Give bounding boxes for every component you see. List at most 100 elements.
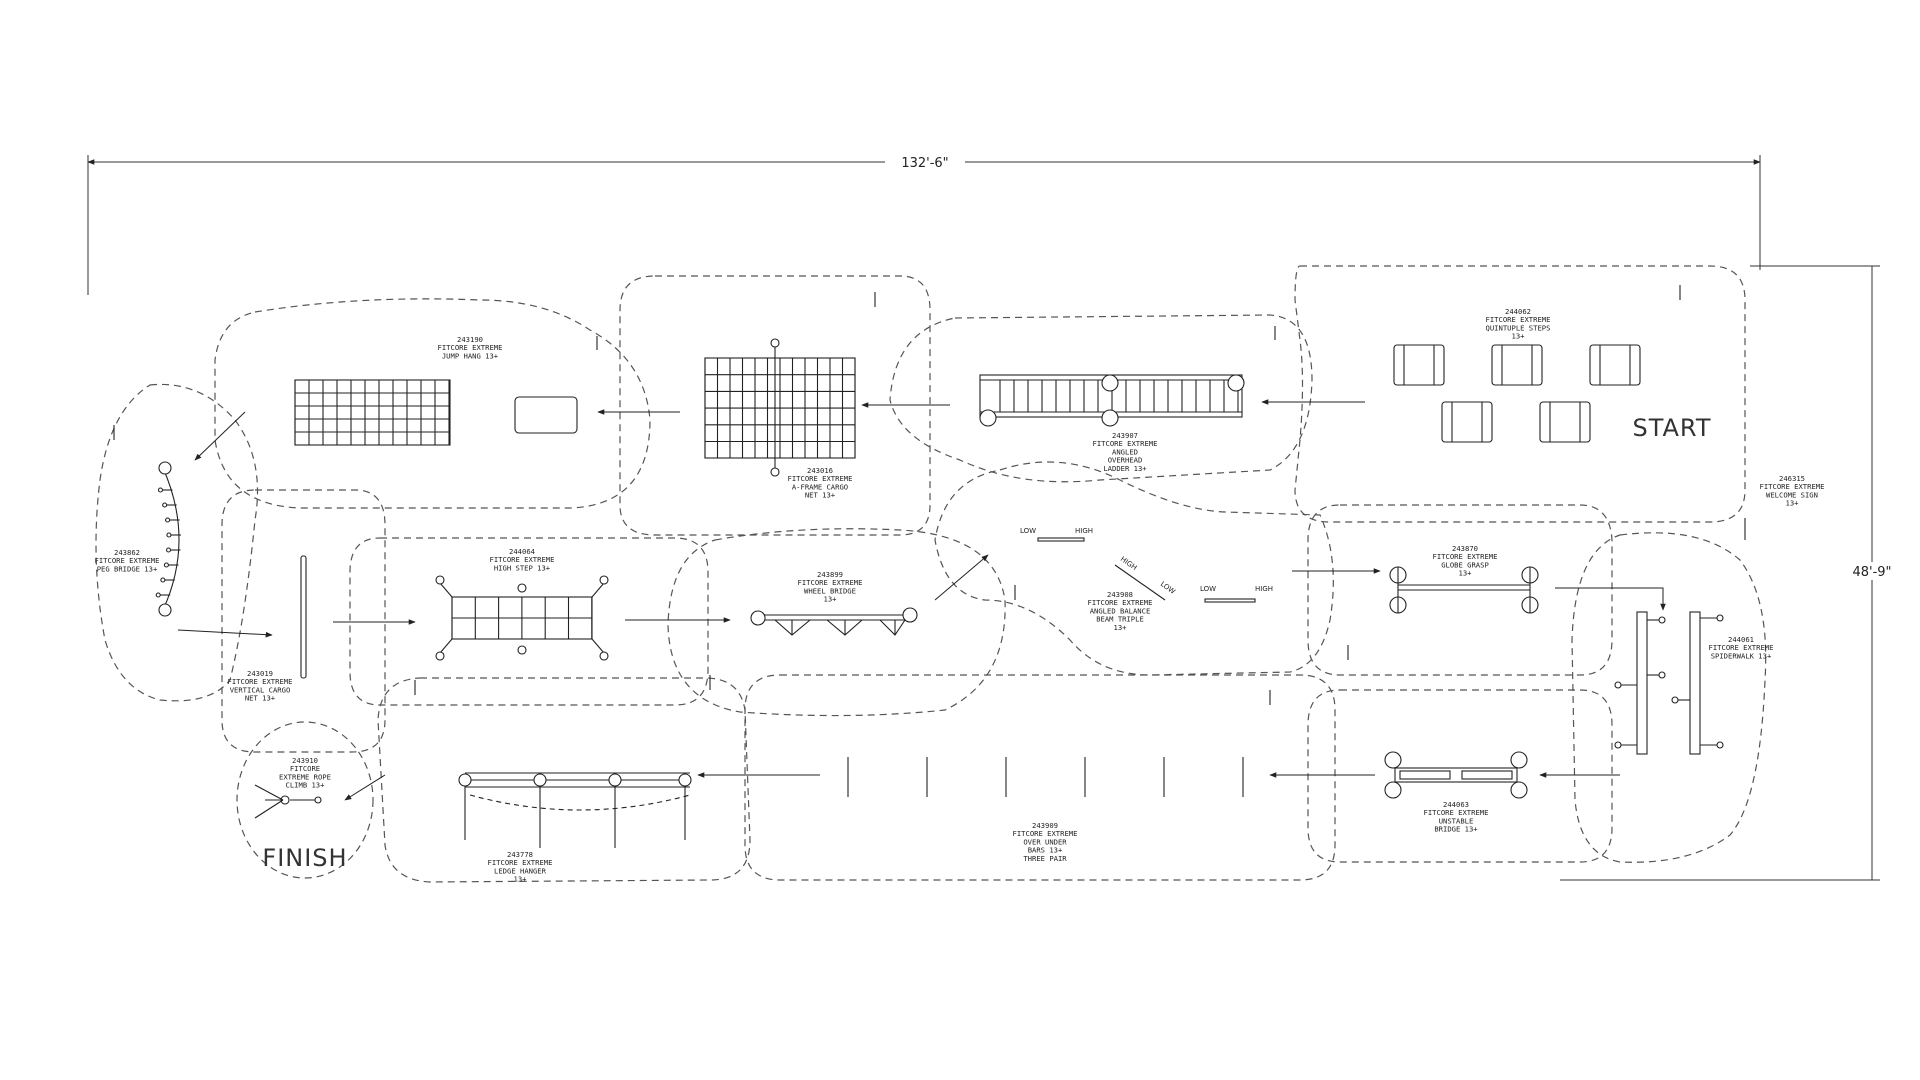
station-label-line: NET 13+ xyxy=(805,491,836,500)
station-label-line: 243016 xyxy=(807,466,833,475)
station-label-line: 243019 xyxy=(247,669,273,678)
finish-label: FINISH xyxy=(262,844,347,872)
balance-beam-equipment xyxy=(1037,537,1256,603)
station-label-line: 243190 xyxy=(457,335,483,344)
flow-arrows xyxy=(177,399,1666,801)
station-label-line: FITCORE EXTREME xyxy=(1433,552,1498,561)
station-label-line: 244062 xyxy=(1505,307,1531,316)
station-label-line: FITCORE EXTREME xyxy=(488,858,553,867)
station-label-line: 13+ xyxy=(1786,499,1800,508)
station-label-line: 13+ xyxy=(824,595,838,604)
station-label-line: UNSTABLE xyxy=(1439,816,1474,825)
station-label-line: QUINTUPLE STEPS xyxy=(1486,323,1551,332)
beam1-low-label: LOW xyxy=(1020,527,1036,535)
zone-peg-bridge xyxy=(95,383,259,702)
peg-bridge-equipment xyxy=(155,461,181,617)
station-label-line: OVER UNDER xyxy=(1023,837,1067,846)
station-label-line: FITCORE EXTREME xyxy=(1486,315,1551,324)
station-label-line: FITCORE EXTREME xyxy=(228,677,293,686)
station-label-line: CLIMB 13+ xyxy=(286,781,326,790)
use-zones xyxy=(95,265,1767,883)
station-label-line: 243778 xyxy=(507,850,533,859)
zone-ledge-hanger xyxy=(377,677,751,883)
station-label-line: OVERHEAD xyxy=(1108,456,1143,465)
beam3-high-label: HIGH xyxy=(1255,585,1273,593)
station-label-line: FITCORE EXTREME xyxy=(1013,829,1078,838)
station-label-line: GLOBE GRASP xyxy=(1441,560,1489,569)
station-label-line: THREE PAIR xyxy=(1023,854,1067,863)
zone-rope-climb xyxy=(236,721,374,879)
wheel-bridge-equipment xyxy=(750,607,918,636)
zone-globe-grasp xyxy=(1307,504,1613,676)
station-label-line: 243862 xyxy=(114,548,140,557)
station-label-line: 243870 xyxy=(1452,544,1478,553)
station-label-line: PEG BRIDGE 13+ xyxy=(97,564,158,573)
width-dimension-label: 132'-6" xyxy=(901,156,948,171)
station-label-line: FITCORE xyxy=(290,764,320,773)
high-step-equipment xyxy=(435,575,609,661)
zone-wheel-bridge xyxy=(667,528,1006,717)
station-label-line: FITCORE EXTREME xyxy=(788,474,853,483)
station-label-line: FITCORE EXTREME xyxy=(490,555,555,564)
station-label-line: FITCORE EXTREME xyxy=(1709,643,1774,652)
station-label-line: BARS 13+ xyxy=(1028,846,1063,855)
quintuple-steps-equipment xyxy=(1393,344,1641,443)
station-label-line: WHEEL BRIDGE xyxy=(804,586,856,595)
station-label-line: 13+ xyxy=(514,875,528,884)
station-label-line: BRIDGE 13+ xyxy=(1434,825,1478,834)
station-label-line: 243907 xyxy=(1112,431,1138,440)
zone-spiderwalk xyxy=(1571,532,1767,863)
station-label-line: FITCORE EXTREME xyxy=(1088,598,1153,607)
rope-climb-equipment xyxy=(254,784,322,819)
station-label-line: JUMP HANG 13+ xyxy=(442,351,499,360)
station-label-line: FITCORE EXTREME xyxy=(438,343,503,352)
station-label-line: ANGLED BALANCE xyxy=(1090,606,1151,615)
beam3-low-label: LOW xyxy=(1200,585,1216,593)
unstable-bridge-equipment xyxy=(1384,751,1528,799)
zone-unstable-bridge xyxy=(1307,689,1613,863)
station-label-line: 13+ xyxy=(1512,332,1526,341)
station-label-line: EXTREME ROPE xyxy=(279,772,331,781)
vertical-cargo-net-equipment xyxy=(300,555,307,679)
zone-overhead-ladder xyxy=(889,314,1313,483)
overhead-ladder-equipment xyxy=(979,374,1245,427)
station-label-line: 244064 xyxy=(509,547,535,556)
station-label-line: 246315 xyxy=(1779,474,1805,483)
station-label-line: FITCORE EXTREME xyxy=(1760,482,1825,491)
station-label-line: WELCOME SIGN xyxy=(1766,490,1818,499)
zone-aframe-cargo xyxy=(619,275,931,536)
station-label-line: 243910 xyxy=(292,756,318,765)
zone-vertical-cargo xyxy=(221,489,386,753)
station-label-line: VERTICAL CARGO xyxy=(230,685,291,694)
station-label-line: LEDGE HANGER xyxy=(494,866,547,875)
ledge-hanger-equipment xyxy=(458,772,692,848)
spiderwalk-equipment xyxy=(1614,611,1724,755)
station-label-line: 243909 xyxy=(1032,821,1058,830)
over-under-bars-equipment xyxy=(847,757,1244,797)
station-label-line: SPIDERWALK 13+ xyxy=(1711,651,1772,660)
aframe-cargo-net-equipment xyxy=(704,338,856,477)
station-label-line: NET 13+ xyxy=(245,694,276,703)
station-label-line: LADDER 13+ xyxy=(1103,464,1147,473)
zone-jump-hang xyxy=(214,298,651,509)
start-label: START xyxy=(1632,414,1711,442)
orientation-ticks xyxy=(113,285,1681,705)
zone-high-step xyxy=(349,537,709,706)
beam1-high-label: HIGH xyxy=(1075,527,1093,535)
overall-width-dimension: 132'-6" xyxy=(87,153,1761,295)
